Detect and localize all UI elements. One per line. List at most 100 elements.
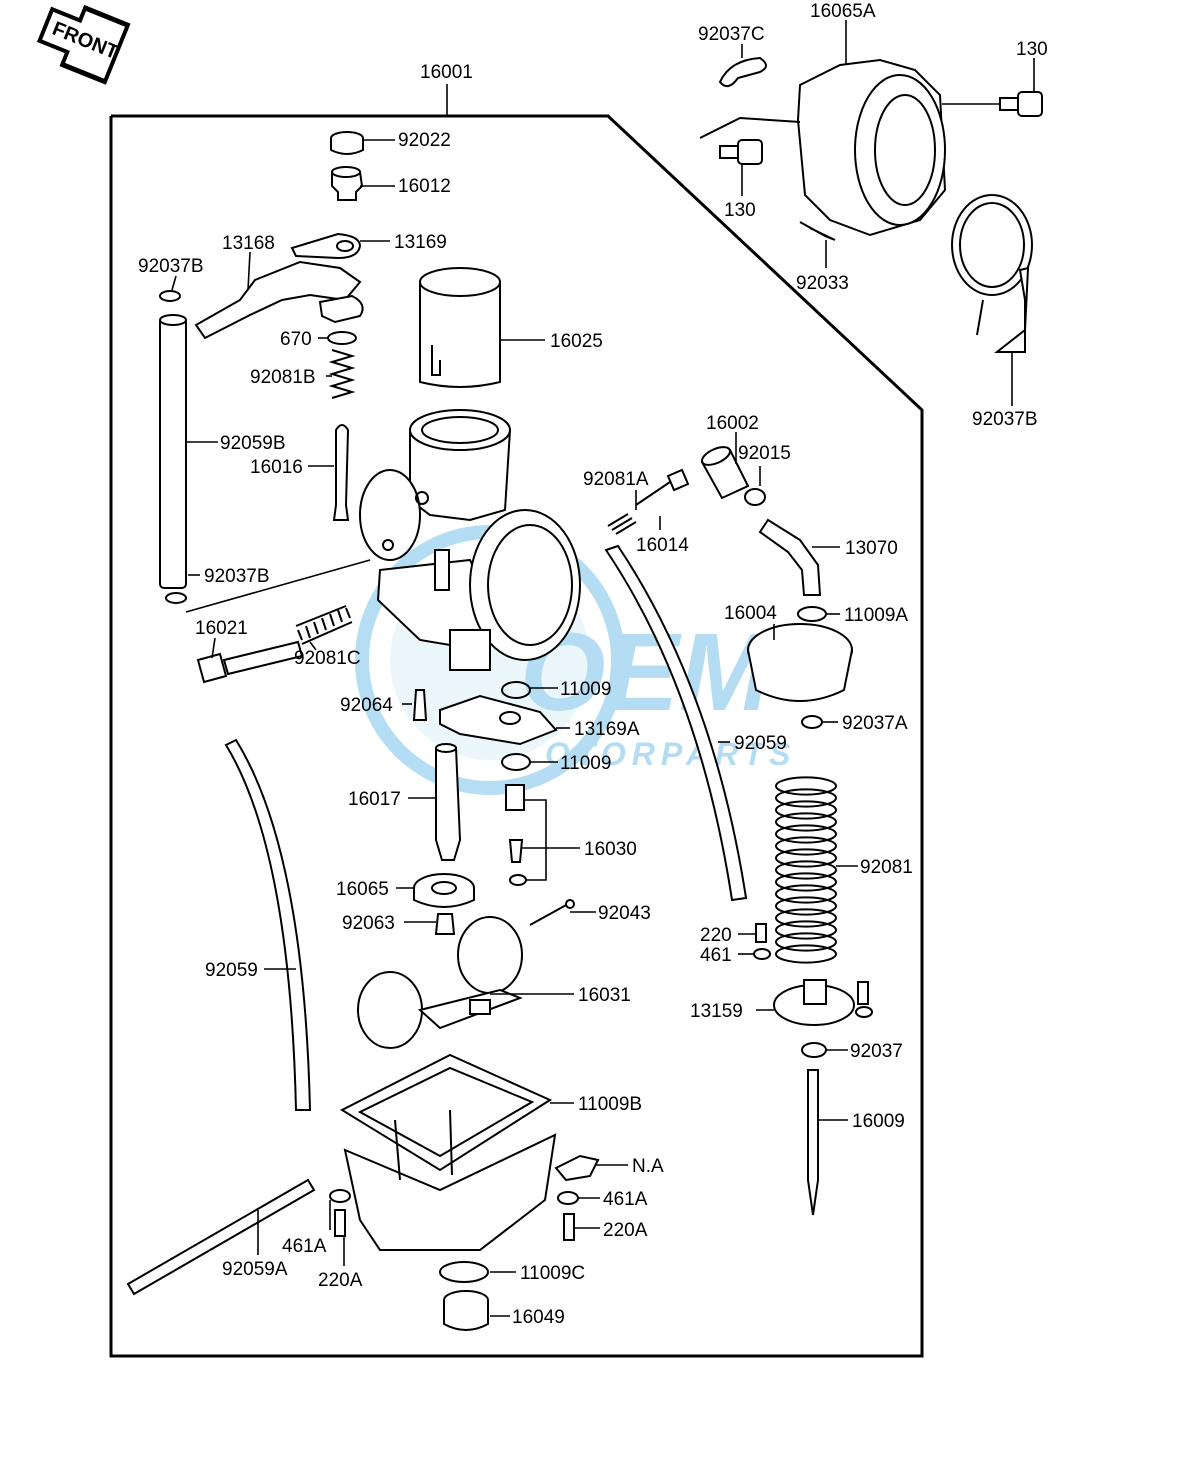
label-16001: 16001 xyxy=(420,62,473,83)
jet-92063 xyxy=(434,913,456,935)
washer-11009A xyxy=(797,606,827,622)
pilot-air-screw-16021 xyxy=(196,640,304,684)
label-461A-left: 461A xyxy=(282,1236,327,1257)
label-13169A: 13169A xyxy=(574,719,640,740)
pin-92033 xyxy=(799,221,836,241)
assembly-frame xyxy=(109,114,924,1358)
label-16065A: 16065A xyxy=(810,1,876,22)
label-220A-right: 220A xyxy=(603,1220,648,1241)
clip-92037B-lower xyxy=(165,592,187,604)
label-92015: 92015 xyxy=(738,443,791,464)
label-220: 220 xyxy=(700,925,732,946)
o-ring-11009C xyxy=(439,1261,489,1283)
float-16031 xyxy=(357,916,523,1049)
label-92037B-right: 92037B xyxy=(972,409,1038,430)
label-13169: 13169 xyxy=(394,232,447,253)
tube-92059A xyxy=(126,1178,316,1296)
throttle-valve-16025 xyxy=(419,267,501,388)
tube-92059-right xyxy=(604,544,748,902)
cap-16002 xyxy=(700,446,750,500)
label-461A-right: 461A xyxy=(603,1189,648,1210)
o-ring-670 xyxy=(327,331,357,345)
label-92037B-lower: 92037B xyxy=(204,566,270,587)
return-spring-92081 xyxy=(775,776,837,964)
label-16002: 16002 xyxy=(706,413,759,434)
screw-220 xyxy=(755,923,767,943)
clamp-band xyxy=(951,194,1033,353)
needle-jet-16017 xyxy=(435,743,462,861)
front-arrow-icon: FRONT xyxy=(36,4,131,85)
label-220A-left: 220A xyxy=(318,1270,363,1291)
leader-lines xyxy=(171,20,1035,1317)
label-92059-left: 92059 xyxy=(205,960,258,981)
tube-92059B xyxy=(159,314,187,589)
screw-16014 xyxy=(635,468,690,506)
screw-220A-right xyxy=(563,1213,575,1241)
spring-coil xyxy=(775,860,837,880)
screw-right-plate xyxy=(855,981,873,1018)
screw-cap-16012 xyxy=(331,166,364,201)
holder-16065 xyxy=(413,873,475,908)
label-16004: 16004 xyxy=(724,603,777,624)
label-11009C: 11009C xyxy=(520,1263,585,1284)
label-92037: 92037 xyxy=(850,1041,903,1062)
spring-coil xyxy=(775,788,837,808)
label-92022: 92022 xyxy=(398,130,451,151)
bolt-130-left xyxy=(719,139,763,165)
spring-coil xyxy=(775,896,837,916)
spring-coil xyxy=(775,872,837,892)
label-92064: 92064 xyxy=(340,695,393,716)
label-NA: N.A xyxy=(632,1156,664,1177)
spring-coil xyxy=(775,884,837,904)
label-13159: 13159 xyxy=(690,1001,743,1022)
label-16031: 16031 xyxy=(578,985,631,1006)
label-92063: 92063 xyxy=(342,913,395,934)
label-92081: 92081 xyxy=(860,857,913,878)
spring-coil xyxy=(775,824,837,844)
watermark-text-small: OTORPARTS xyxy=(545,736,796,772)
label-16014: 16014 xyxy=(636,535,689,556)
label-130-left: 130 xyxy=(724,200,756,221)
spring-coil xyxy=(775,812,837,832)
label-92043: 92043 xyxy=(598,903,651,924)
label-130-top: 130 xyxy=(1016,39,1048,60)
washer-461 xyxy=(753,948,771,960)
tube-13070 xyxy=(758,518,822,596)
label-13168: 13168 xyxy=(222,233,275,254)
spring-coil xyxy=(775,776,837,796)
clip-92037C xyxy=(718,56,767,88)
label-13070: 13070 xyxy=(845,538,898,559)
label-16009: 16009 xyxy=(852,1111,905,1132)
spring-coil xyxy=(775,932,837,952)
holder-plate-13159 xyxy=(773,979,855,1026)
label-11009-upper: 11009 xyxy=(560,679,611,700)
float-bowl xyxy=(343,1109,557,1251)
label-16030: 16030 xyxy=(584,839,637,860)
float-valve-16030 xyxy=(505,784,527,886)
o-ring-11009-upper xyxy=(501,681,531,699)
top-cap-16004 xyxy=(747,623,853,702)
label-16012: 16012 xyxy=(398,176,451,197)
label-92037C: 92037C xyxy=(698,24,765,45)
label-11009B: 11009B xyxy=(578,1094,642,1115)
link-plate xyxy=(318,294,364,324)
spring-coil xyxy=(775,920,837,940)
clip-92037A xyxy=(801,715,823,729)
label-461: 461 xyxy=(700,945,732,966)
spring-92081C xyxy=(295,605,353,645)
clip-92037B-top xyxy=(159,290,181,302)
spring-92081A xyxy=(607,513,637,535)
label-11009A: 11009A xyxy=(844,605,908,626)
plate-13169A xyxy=(439,694,558,746)
spring-coil xyxy=(775,836,837,856)
spring-coil xyxy=(775,800,837,820)
label-92081A: 92081A xyxy=(583,469,649,490)
spring-coil xyxy=(775,908,837,928)
clip-92037 xyxy=(801,1042,827,1058)
float-pin-92043 xyxy=(529,899,575,926)
label-16025: 16025 xyxy=(550,331,603,352)
lever-13168 xyxy=(194,260,362,340)
jet-needle-16016 xyxy=(332,424,350,521)
label-92037A: 92037A xyxy=(842,713,908,734)
